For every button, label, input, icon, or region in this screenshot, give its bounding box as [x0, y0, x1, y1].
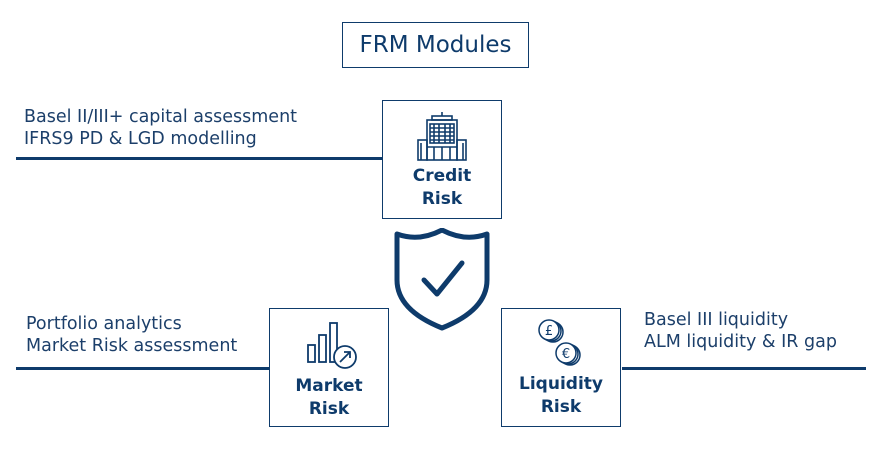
svg-text:£: £ — [545, 324, 553, 339]
diagram-title: FRM Modules — [342, 22, 529, 68]
liquidity-risk-label-line-2: Risk — [540, 397, 582, 417]
credit-risk-label-line-2: Risk — [421, 189, 463, 209]
credit-description-line-2: IFRS9 PD & LGD modelling — [24, 129, 257, 149]
liquidity-description-line-2: ALM liquidity & IR gap — [644, 332, 837, 352]
market-description-line-1: Portfolio analytics — [26, 314, 182, 334]
coins-pound-euro-icon: £ € — [538, 319, 581, 366]
liquidity-risk-module[interactable]: £ € Liquidity Risk — [501, 308, 621, 427]
market-risk-label-line-2: Risk — [308, 399, 350, 419]
market-connector-line — [16, 367, 270, 370]
svg-text:€: € — [562, 347, 570, 362]
credit-description: Basel II/III+ capital assessment IFRS9 P… — [24, 106, 297, 150]
liquidity-risk-label-line-1: Liquidity — [519, 374, 603, 394]
liquidity-description-line-1: Basel III liquidity — [644, 310, 789, 330]
credit-risk-label-line-1: Credit — [412, 166, 472, 186]
market-risk-label-line-1: Market — [295, 376, 363, 396]
shield-check-icon — [394, 228, 490, 331]
market-risk-module[interactable]: Market Risk — [269, 308, 389, 427]
building-icon — [417, 112, 467, 161]
credit-description-line-1: Basel II/III+ capital assessment — [24, 107, 298, 127]
credit-risk-module[interactable]: Credit Risk — [382, 100, 502, 219]
liquidity-description: Basel III liquidity ALM liquidity & IR g… — [644, 309, 837, 353]
bar-chart-growth-icon — [307, 322, 357, 369]
credit-connector-line — [16, 157, 384, 160]
market-description: Portfolio analytics Market Risk assessme… — [26, 313, 237, 357]
liquidity-connector-line — [622, 367, 866, 370]
market-description-line-2: Market Risk assessment — [26, 336, 238, 356]
